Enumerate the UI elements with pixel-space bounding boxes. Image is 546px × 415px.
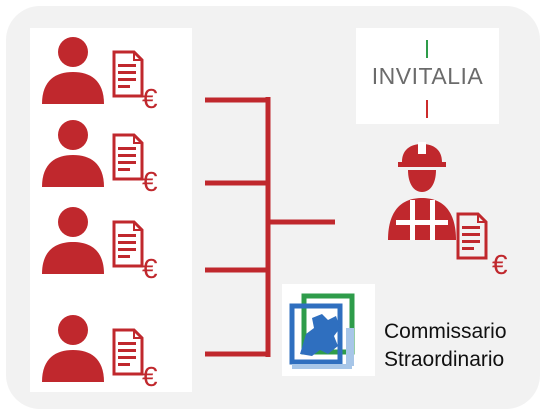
logo-bar-red bbox=[426, 100, 428, 118]
euro-symbol: € bbox=[142, 361, 158, 390]
euro-symbol: € bbox=[142, 166, 158, 195]
person-icon bbox=[42, 120, 104, 187]
commissioner-logo bbox=[282, 284, 375, 376]
contractor: € bbox=[388, 142, 508, 280]
invoice-icon: € bbox=[112, 328, 158, 390]
person-icon bbox=[42, 207, 104, 274]
invoice-icon: € bbox=[112, 133, 158, 195]
beneficiary-4: € bbox=[42, 315, 158, 390]
beneficiary-1: € bbox=[42, 37, 158, 112]
euro-symbol: € bbox=[142, 83, 158, 112]
euro-symbol: € bbox=[492, 249, 508, 280]
beneficiary-2: € bbox=[42, 120, 158, 195]
beneficiary-3: € bbox=[42, 207, 158, 282]
euro-symbol: € bbox=[142, 253, 158, 282]
logo-bar-green bbox=[426, 40, 428, 58]
commissioner-label: Commissario Straordinario bbox=[384, 318, 507, 374]
commissioner-logo-icon bbox=[289, 293, 355, 369]
worker-icon bbox=[388, 142, 456, 240]
invitalia-logo: INVITALIA bbox=[356, 28, 499, 124]
person-icon bbox=[42, 315, 104, 382]
invitalia-text: INVITALIA bbox=[371, 63, 484, 89]
invoice-icon: € bbox=[112, 220, 158, 282]
commissioner-line1: Commissario bbox=[384, 320, 507, 343]
commissioner-line2: Straordinario bbox=[384, 348, 505, 371]
invoice-icon: € bbox=[456, 212, 508, 280]
invoice-icon: € bbox=[112, 50, 158, 112]
person-icon bbox=[42, 37, 104, 104]
